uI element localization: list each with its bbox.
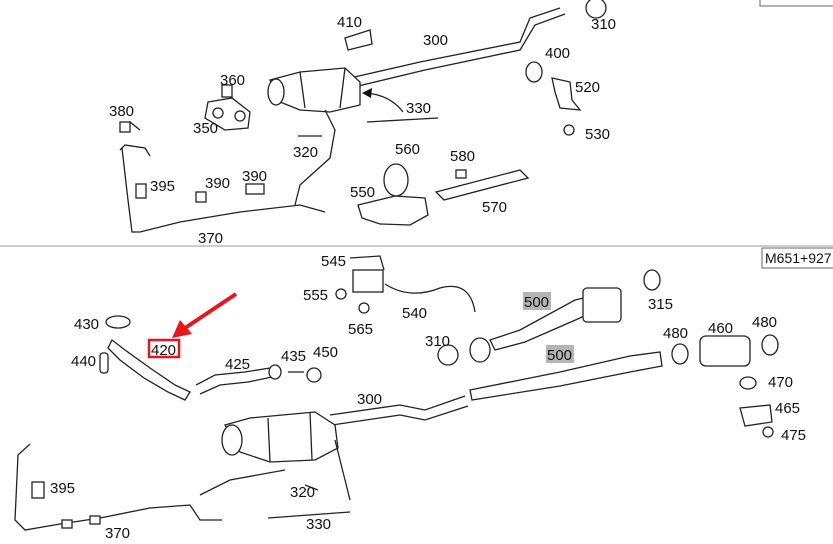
label-500-lower: 500: [547, 347, 572, 364]
label-555: 555: [303, 287, 328, 304]
label-400: 400: [545, 45, 570, 62]
label-550: 550: [350, 184, 375, 201]
label-520: 520: [575, 79, 600, 96]
label-420-highlight-box: [147, 338, 181, 359]
label-410: 410: [337, 14, 362, 31]
label-465: 465: [775, 400, 800, 417]
label-315: 315: [648, 296, 673, 313]
label-310-lower: 310: [425, 333, 450, 350]
label-380: 380: [109, 103, 134, 120]
model-code: M651+927: [765, 250, 832, 266]
label-480-a: 480: [663, 325, 688, 342]
label-440: 440: [71, 353, 96, 370]
label-500-upper: 500: [524, 294, 549, 311]
label-500-lower-bg: [546, 345, 574, 363]
label-450: 450: [313, 344, 338, 361]
label-420: 420: [151, 342, 176, 359]
label-565: 565: [348, 321, 373, 338]
label-300: 300: [423, 32, 448, 49]
label-390-b: 390: [242, 168, 267, 185]
label-360: 360: [220, 72, 245, 89]
lower-code-box-frame: [761, 247, 833, 269]
label-370: 370: [198, 230, 223, 247]
label-300-lower: 300: [357, 391, 382, 408]
label-320: 320: [293, 144, 318, 161]
label-570: 570: [482, 199, 507, 216]
label-580: 580: [450, 148, 475, 165]
label-470: 470: [768, 374, 793, 391]
label-475: 475: [781, 427, 806, 444]
label-425: 425: [225, 356, 250, 373]
top-code-box: [759, 0, 833, 7]
label-390-a: 390: [205, 175, 230, 192]
label-330-lower: 330: [306, 516, 331, 533]
label-330: 330: [406, 100, 431, 117]
label-435: 435: [281, 348, 306, 365]
annotation-arrow: [180, 292, 238, 332]
label-320-lower: 320: [290, 484, 315, 501]
annotation-arrowhead: [172, 320, 192, 338]
upper-drawings: [119, 0, 607, 233]
label-370-lower: 370: [105, 525, 130, 542]
label-395-lower: 395: [50, 480, 75, 497]
label-430: 430: [74, 316, 99, 333]
label-310: 310: [591, 16, 616, 33]
label-560: 560: [395, 141, 420, 158]
label-395: 395: [150, 178, 175, 195]
label-350: 350: [193, 120, 218, 137]
label-460: 460: [708, 320, 733, 337]
label-545: 545: [321, 253, 346, 270]
label-540: 540: [402, 305, 427, 322]
label-530: 530: [585, 126, 610, 143]
lower-drawings: [14, 255, 779, 531]
label-480-b: 480: [752, 314, 777, 331]
label-500-upper-bg: [523, 292, 551, 310]
